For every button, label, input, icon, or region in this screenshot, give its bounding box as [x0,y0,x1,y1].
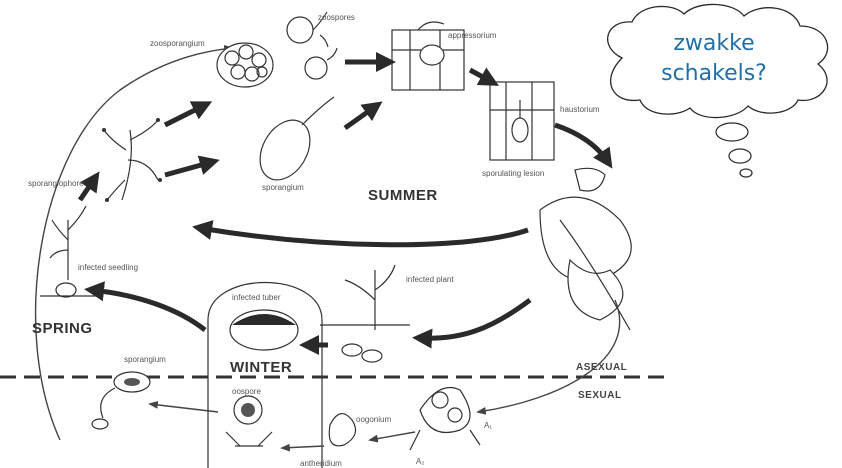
label-oospore: oospore [232,387,261,396]
sporangium-bottom-drawing [92,372,150,429]
arrow-to-haustorium [470,70,492,82]
sporangiophore-drawing [102,118,162,202]
thought-bubble: zwakke schakels? [608,4,828,177]
oogonium-drawing [329,414,355,446]
arrow-to-seedling [92,290,205,330]
haustorium-drawing [490,82,554,160]
season-winter: WINTER [230,359,292,376]
thought-dot-small [740,169,752,177]
label-appressorium: appressorium [448,31,497,40]
thought-dot-large [716,123,748,141]
infected-seedling-drawing [40,206,100,297]
label-sporangiophore: sporangiophore [28,179,84,188]
thought-dot-medium [729,149,751,163]
label-a2: A₂ [416,457,424,466]
oospore-drawing [226,396,272,446]
label-sporangium-top: sporangium [262,183,304,192]
label-sporangium-bottom: sporangium [124,355,166,364]
label-a1: A₁ [484,421,492,430]
arrow-to-leaf [555,125,608,162]
label-haustorium: haustorium [560,105,600,114]
arrow-to-sporangium [165,162,212,175]
label-sporulating-lesion: sporulating lesion [482,169,544,178]
zoospores-drawing [287,12,337,79]
label-infected-seedling: infected seedling [78,263,138,272]
arrow-sporangium-to-appressorium [345,106,376,128]
mating-hyphae-drawing [410,388,480,451]
label-oogonium: oogonium [356,415,391,424]
infected-tuber-drawing [230,310,298,350]
phase-asexual: ASEXUAL [576,362,627,373]
label-infected-plant: infected plant [406,275,454,284]
bubble-line-2: schakels? [661,61,767,86]
arrow-to-oospore [282,446,324,448]
label-zoospores: zoospores [318,13,355,22]
phase-sexual: SEXUAL [578,390,622,401]
arrow-to-infected-plant [420,300,530,338]
summer-cycle-arrow [200,228,528,245]
zoosporangium-drawing [217,43,273,87]
arrow-to-zoosporangium [165,105,205,125]
label-infected-tuber: infected tuber [232,293,281,302]
infected-plant-drawing [320,265,410,362]
arrow-to-oogonium [370,432,415,440]
sporangium-top-drawing [250,97,334,189]
label-antheridium: antheridium [300,459,342,468]
season-summer: SUMMER [368,187,438,204]
season-spring: SPRING [32,320,93,337]
bubble-line-1: zwakke [673,31,754,56]
label-zoosporangium: zoosporangium [150,39,205,48]
